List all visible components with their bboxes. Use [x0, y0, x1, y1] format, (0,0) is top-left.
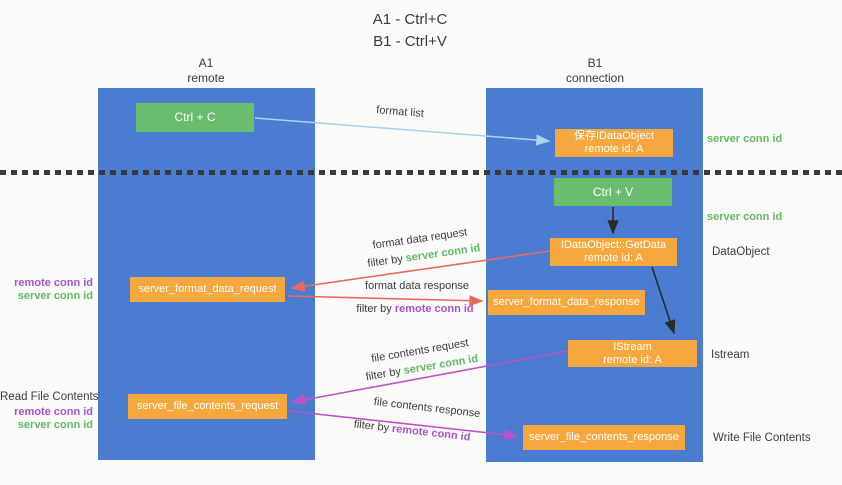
ctrl-c-node: Ctrl + C: [136, 103, 254, 132]
getdata-line2: remote id: A: [584, 252, 643, 264]
server-file-contents-response-node: server_file_contents_response: [523, 425, 685, 450]
column-b1-name: B1: [587, 56, 603, 70]
remote-conn-id-text: remote conn id: [394, 303, 474, 315]
istream-line1: IStream: [613, 340, 652, 353]
server-file-contents-request-node: server_file_contents_request: [128, 394, 287, 419]
server-file-contents-request-label: server_file_contents_request: [136, 400, 279, 412]
istream-side-label: Istream: [711, 349, 750, 361]
column-a1-role: remote: [187, 71, 225, 85]
arrow-file-contents-request: [291, 350, 569, 406]
title-line-1: A1 - Ctrl+C: [372, 11, 448, 28]
format-data-response-label: format data response: [365, 280, 469, 292]
format-request-conn-ids: remote conn id server conn id: [0, 277, 93, 303]
ctrl-v-label: Ctrl + V: [592, 184, 634, 199]
title-line-2: B1 - Ctrl+V: [373, 33, 447, 50]
column-b1-role: connection: [565, 71, 625, 85]
server-conn-id-label: server conn id: [17, 419, 93, 431]
remote-conn-id-label: remote conn id: [14, 277, 93, 289]
getdata-node: IDataObject::GetData remote id: A: [550, 238, 677, 266]
column-a1-name: A1: [198, 56, 214, 70]
save-dataobject-node: 保存IDataObject remote id: A: [555, 129, 673, 157]
separator-dotted-line: [0, 170, 842, 175]
write-file-contents-label: Write File Contents: [713, 432, 811, 444]
arrow-format-data-request: [290, 250, 551, 292]
save-dataobject-line1: 保存IDataObject: [573, 130, 655, 142]
file-request-side-labels: Read File Contents remote conn id server…: [0, 391, 99, 432]
read-file-contents-label: Read File Contents: [0, 391, 99, 403]
arrow-file-contents-response: [288, 410, 519, 441]
server-conn-id-label-mid: server conn id: [707, 211, 783, 223]
arrow-getdata-to-istream: [651, 266, 676, 335]
istream-line2: remote id: A: [603, 353, 662, 366]
server-file-contents-response-label: server_file_contents_response: [529, 431, 679, 443]
ctrl-v-node: Ctrl + V: [554, 178, 672, 206]
server-conn-id-label-top: server conn id: [707, 133, 783, 145]
arrow-format-data-response: [287, 295, 484, 307]
remote-conn-id-label: remote conn id: [14, 406, 93, 418]
getdata-line1: IDataObject::GetData: [560, 239, 667, 251]
save-dataobject-line2: remote id: A: [584, 143, 644, 155]
ctrl-c-label: Ctrl + C: [174, 110, 216, 124]
server-format-data-response-label: server_format_data_response: [493, 296, 640, 308]
column-header-b1: B1 connection: [535, 56, 655, 86]
filter-by-text: filter by: [356, 303, 392, 315]
istream-node: IStream remote id: A: [568, 340, 697, 367]
column-header-a1: A1 remote: [146, 56, 266, 86]
server-conn-id-label: server conn id: [17, 290, 93, 302]
diagram-title: A1 - Ctrl+C B1 - Ctrl+V: [300, 9, 520, 53]
server-format-data-response-node: server_format_data_response: [488, 290, 645, 315]
server-format-data-request-node: server_format_data_request: [130, 277, 285, 302]
arrow-format-list: [254, 117, 551, 146]
server-format-data-request-label: server_format_data_request: [138, 283, 277, 295]
dataobject-label: DataObject: [712, 246, 770, 258]
